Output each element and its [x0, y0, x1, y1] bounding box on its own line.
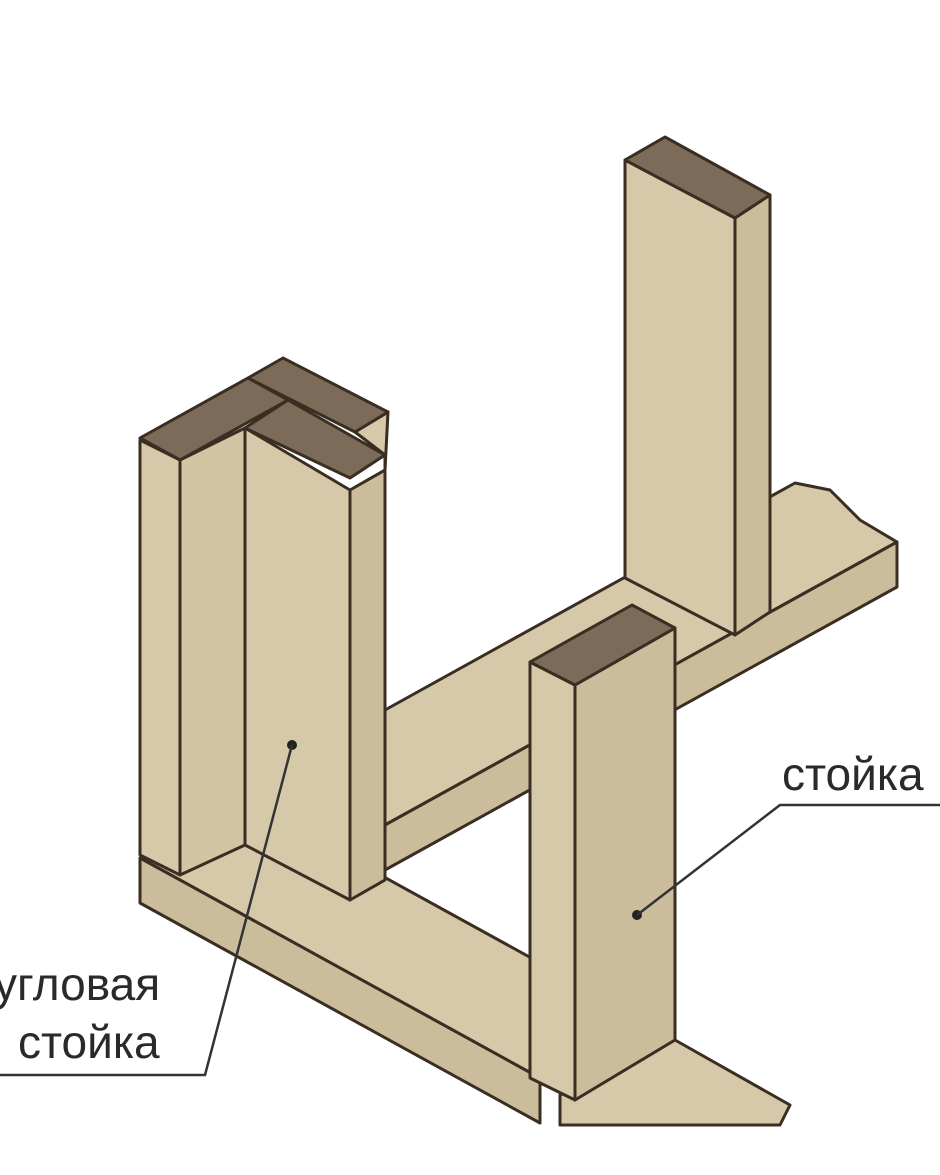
corner-stud: [138, 356, 390, 902]
stud-label: стойка: [782, 748, 924, 800]
corner-stud-leader: [0, 740, 297, 1077]
stud-leader: [632, 803, 940, 920]
corner-stud-label-line1: угловая: [0, 958, 160, 1010]
back-stud: [623, 135, 772, 637]
corner-stud-label-line2: стойка: [18, 1016, 160, 1068]
front-stud: [528, 603, 677, 1102]
